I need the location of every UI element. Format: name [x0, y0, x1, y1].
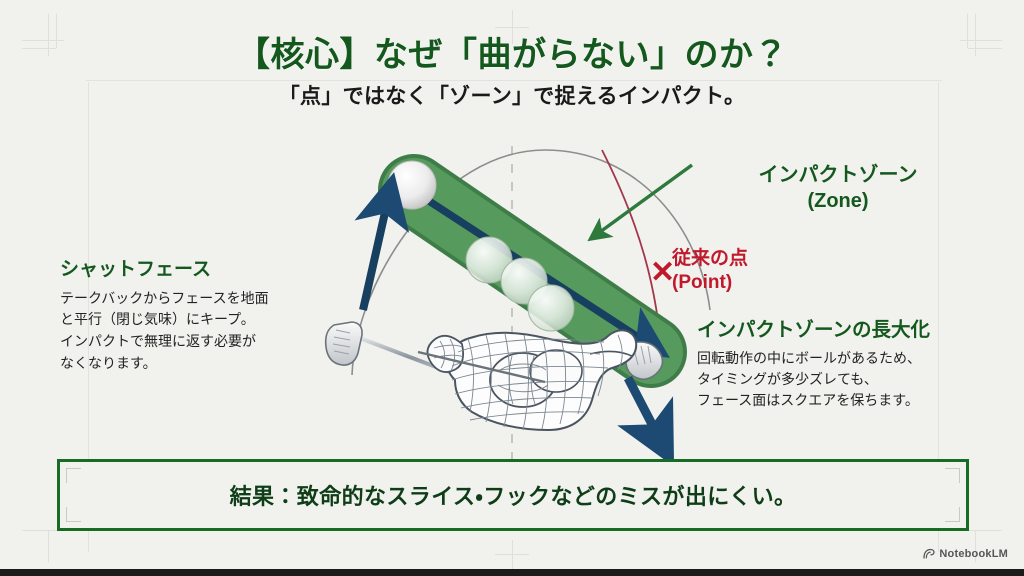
green-leader-arrow: [587, 163, 694, 242]
swing-diagram: [0, 130, 1024, 460]
callout-traditional-point-heading: 従来の点 (Point): [672, 248, 749, 294]
page-title: 【核心】なぜ「曲がらない」のか？: [236, 36, 788, 74]
bracket-bottom-right: [945, 507, 960, 522]
notebooklm-watermark: NotebookLM: [923, 548, 1008, 560]
navy-follow-through-arrow: [617, 375, 675, 460]
conclusion-text: 結果：致命的なスライス・フックなどのミスが出にくい。: [229, 484, 797, 509]
bracket-top-left: [66, 468, 81, 483]
navy-up-arrow: [354, 172, 410, 311]
bottom-bar: [0, 569, 1024, 576]
callout-traditional-point: 従来の点 (Point): [672, 247, 872, 296]
bracket-bottom-left: [66, 507, 81, 522]
callout-shut-face: シャットフェース テークバックからフェースを地面 と平行（閉じ気味）にキープ。 …: [60, 258, 350, 375]
bracket-top-right: [945, 468, 960, 483]
golf-ball-impact: [527, 284, 575, 332]
x-mark-icon: ✕: [650, 256, 676, 289]
callout-impact-zone: インパクトゾーン (Zone): [688, 162, 988, 214]
swing-path-arc: [351, 149, 711, 376]
notebooklm-label: NotebookLM: [939, 548, 1008, 560]
callout-zone-lengthening-heading: インパクトゾーンの長大化: [697, 319, 931, 341]
callout-shut-face-heading: シャットフェース: [60, 259, 212, 280]
callout-shut-face-body: テークバックからフェースを地面 と平行（閉じ気味）にキープ。 インパクトで無理に…: [60, 289, 269, 371]
golfer-wireframe: [426, 329, 638, 432]
callout-zone-lengthening: インパクトゾーンの長大化 回転動作の中にボールがあるため、 タイミングが多少ズレ…: [697, 318, 997, 411]
registration-crosshair-bottom: [495, 540, 529, 570]
callout-impact-zone-heading: インパクトゾーン (Zone): [758, 164, 918, 212]
page-subtitle: 「点」ではなく「ゾーン」で捉えるインパクト。: [278, 85, 746, 109]
slide-header: 【核心】なぜ「曲がらない」のか？ 「点」ではなく「ゾーン」で捉えるインパクト。: [0, 36, 1024, 110]
golf-ball-mid-1: [465, 236, 513, 284]
notebooklm-icon: [923, 548, 936, 560]
golf-ball-backswing: [387, 160, 437, 210]
conclusion-box: 結果：致命的なスライス・フックなどのミスが出にくい。: [57, 459, 969, 531]
callout-zone-lengthening-body: 回転動作の中にボールがあるため、 タイミングが多少ズレても、 フェース面はスクエ…: [697, 350, 921, 409]
